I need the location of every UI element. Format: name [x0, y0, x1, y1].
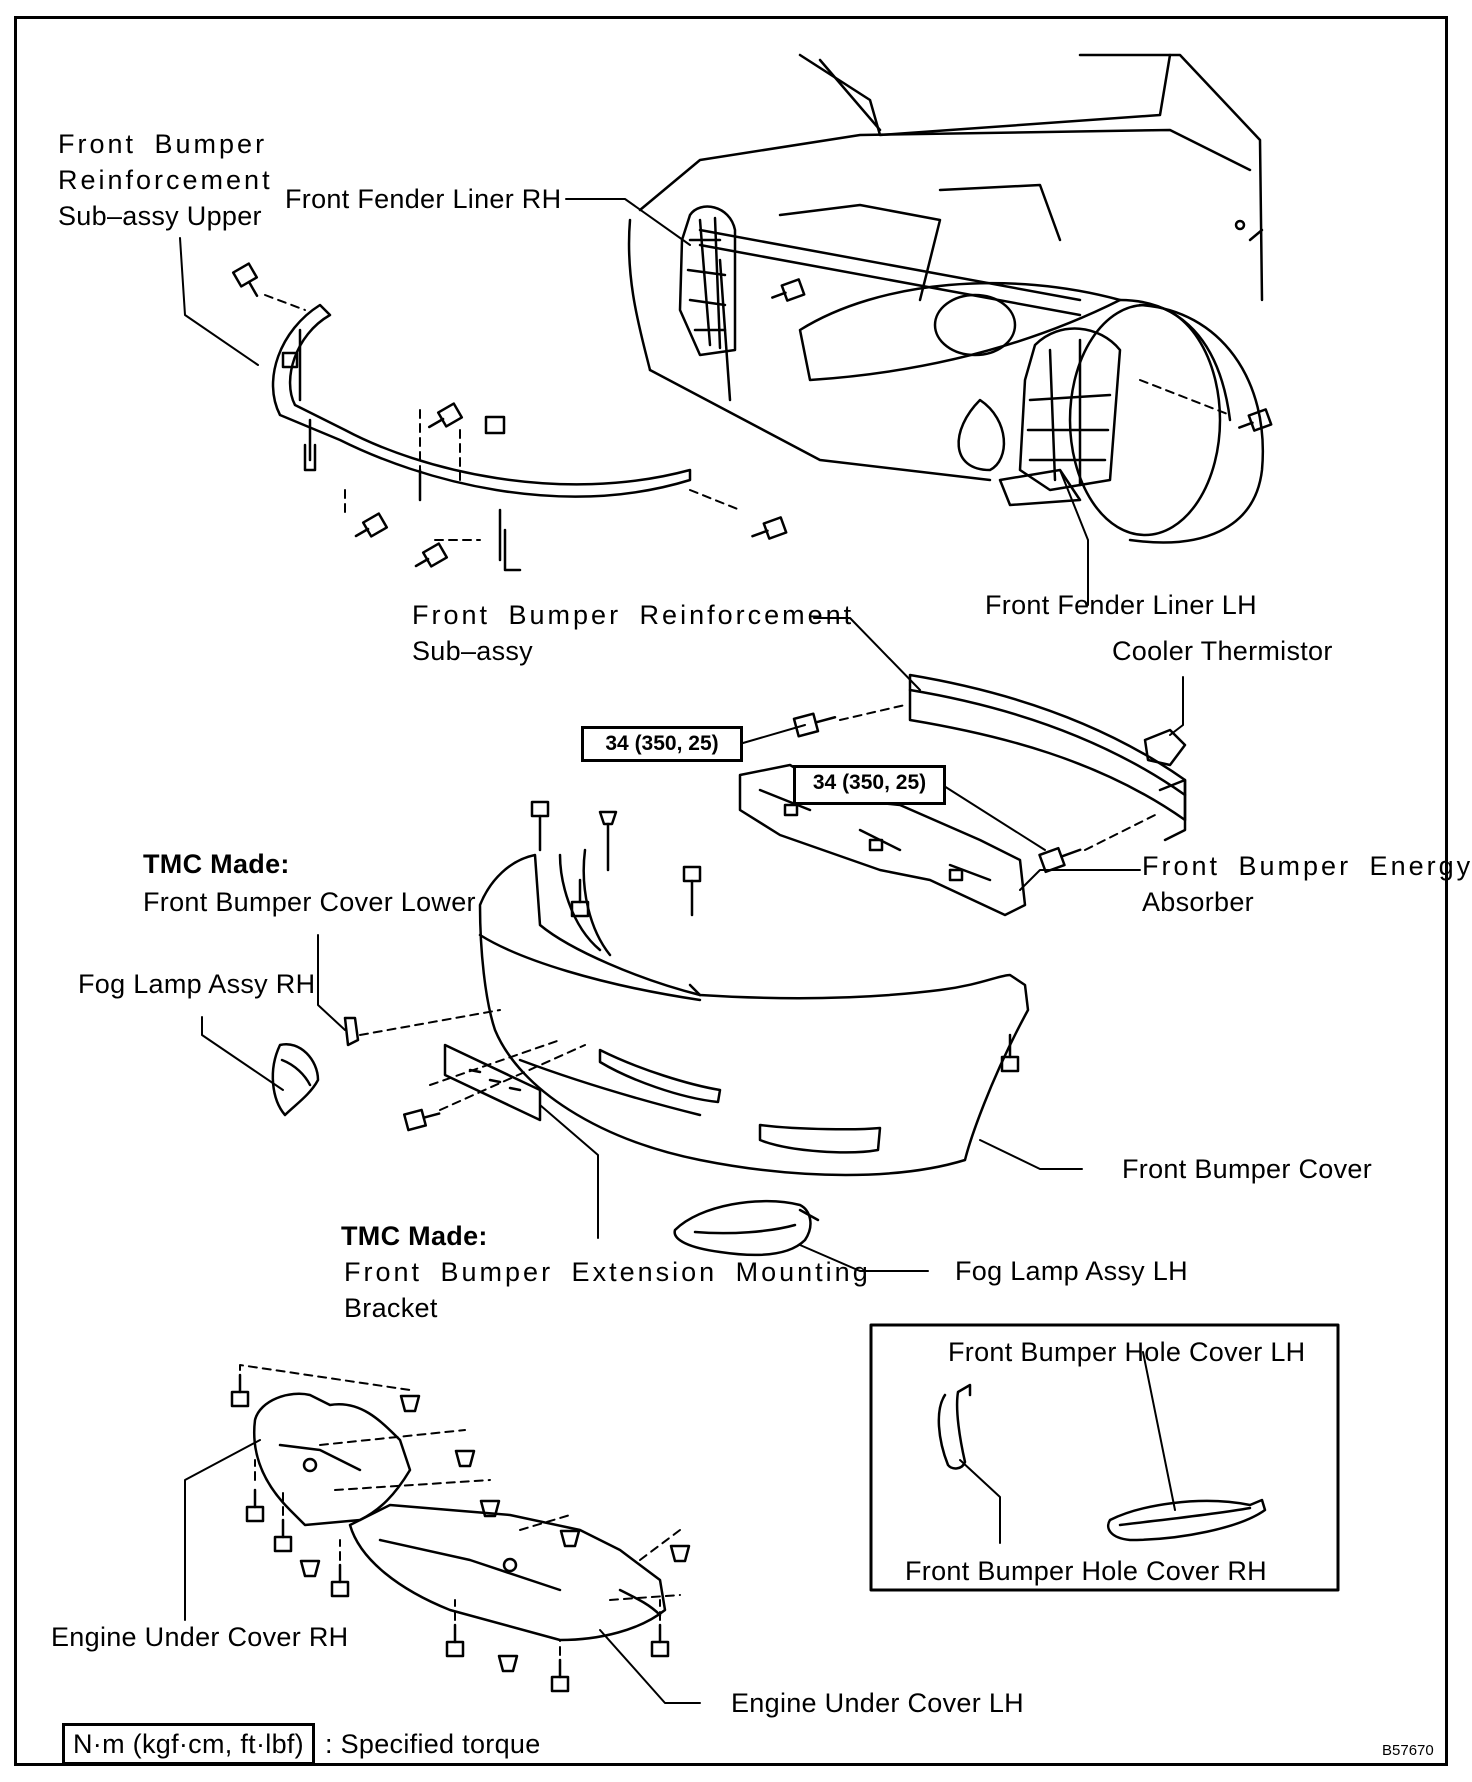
label-cooler-thermistor: Cooler Thermistor [1112, 636, 1333, 666]
cooler-thermistor-part [1143, 728, 1187, 767]
label-tmc-made-cover-lower: TMC Made: [143, 849, 290, 879]
fog-lamp-lh-part [673, 1199, 820, 1257]
label-reinforcement-line1: Front Bumper Reinforcement [412, 600, 855, 630]
front-bumper-cover-part [478, 848, 1030, 1177]
diagram-frame [14, 16, 1448, 1766]
leader-lines [179, 198, 1184, 1704]
cover-bolts [402, 800, 1020, 1132]
extension-mounting-bracket-part [443, 1043, 542, 1122]
reinforcement-guides [839, 704, 1156, 851]
label-bumper-cover-lower: Front Bumper Cover Lower [143, 887, 476, 917]
reinforcement-upper-guides [264, 294, 741, 541]
figure-code: B57670 [1382, 1742, 1434, 1759]
label-engine-cover-lh: Engine Under Cover LH [731, 1688, 1024, 1718]
label-fog-lamp-lh: Fog Lamp Assy LH [955, 1256, 1188, 1286]
label-reinforcement-line2: Sub–assy [412, 636, 533, 666]
bolts-upper [231, 262, 1273, 568]
fog-lamp-rh-part [271, 1042, 320, 1117]
label-fender-liner-rh: Front Fender Liner RH [285, 184, 562, 214]
fender-liner-rh-part [678, 205, 737, 357]
vehicle-front-illustration [627, 53, 1265, 544]
front-bumper-cover-lower-part [343, 1016, 360, 1047]
label-hole-cover-lh: Front Bumper Hole Cover LH [948, 1337, 1306, 1367]
label-energy-absorber-line2: Absorber [1142, 887, 1254, 917]
label-bumper-cover: Front Bumper Cover [1122, 1154, 1372, 1184]
hole-cover-inset [869, 1323, 1340, 1592]
reinforcement-upper-part [271, 303, 692, 572]
label-fender-liner-lh: Front Fender Liner LH [985, 590, 1257, 620]
cover-guides [359, 1009, 586, 1111]
label-tmc-made-bracket: TMC Made: [341, 1221, 488, 1251]
label-extension-bracket-line2: Bracket [344, 1293, 438, 1323]
label-energy-absorber-line1: Front Bumper Energy [1142, 851, 1472, 881]
torque-value-reinforcement: 34 (350, 25) [581, 726, 743, 762]
label-extension-bracket-line1: Front Bumper Extension Mounting [344, 1257, 871, 1287]
engine-under-cover-rh-part [252, 1392, 412, 1527]
torque-key-description: : Specified torque [325, 1729, 541, 1759]
label-engine-cover-rh: Engine Under Cover RH [51, 1622, 349, 1652]
label-hole-cover-rh: Front Bumper Hole Cover RH [905, 1556, 1267, 1586]
engine-under-cover-lh-part [348, 1503, 667, 1642]
bumper-reinforcement-part [908, 673, 1187, 842]
label-reinforcement-upper-line3: Sub–assy Upper [58, 201, 262, 231]
label-reinforcement-upper-line1: Front Bumper [58, 129, 268, 159]
torque-key-box: N·m (kgf·cm, ft·lbf) [62, 1723, 315, 1765]
engine-cover-bolts [230, 1373, 691, 1693]
label-fog-lamp-rh: Fog Lamp Assy RH [78, 969, 316, 999]
label-reinforcement-upper-line2: Reinforcement [58, 165, 273, 195]
engine-cover-guides [239, 1364, 681, 1656]
fender-liner-lh-part [998, 327, 1122, 507]
torque-value-absorber: 34 (350, 25) [793, 765, 946, 805]
